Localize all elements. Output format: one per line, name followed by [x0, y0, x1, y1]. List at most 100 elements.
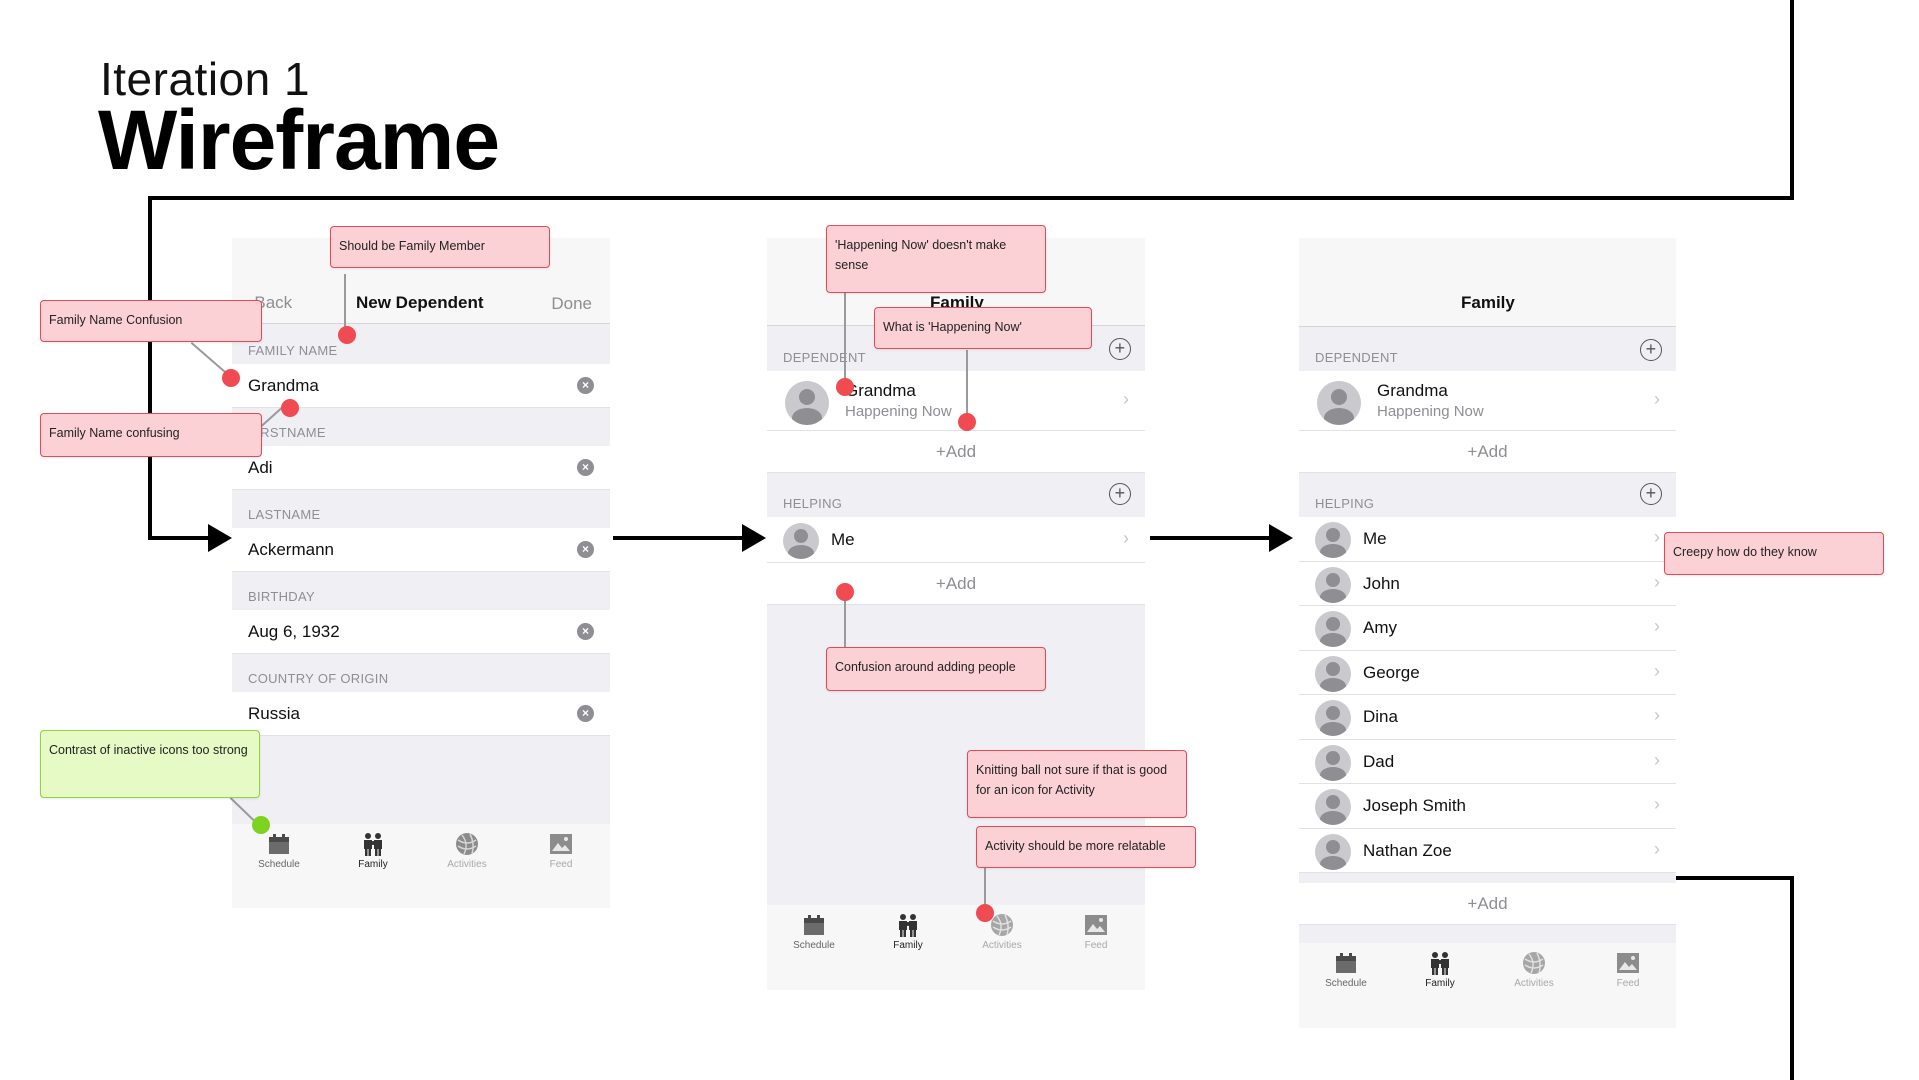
- clear-icon[interactable]: ×: [577, 377, 594, 394]
- tab-label: Schedule: [793, 940, 835, 951]
- add-dependent-icon[interactable]: +: [1109, 338, 1131, 360]
- add-helper-icon[interactable]: +: [1109, 483, 1131, 505]
- avatar: [1315, 522, 1351, 558]
- arrow-to-screen3-icon: [1269, 524, 1293, 552]
- helper-name: Me: [831, 530, 855, 549]
- avatar: [1315, 744, 1351, 781]
- annotation-happening-now-sense: 'Happening Now' doesn't make sense: [826, 225, 1046, 293]
- tab-bar: Schedule Family Activities Feed: [1299, 943, 1676, 1028]
- clear-icon[interactable]: ×: [577, 541, 594, 558]
- add-helper-button[interactable]: +Add: [767, 563, 1145, 605]
- helper-row[interactable]: Dad ›: [1299, 739, 1676, 784]
- helper-row[interactable]: Joseph Smith›: [1299, 784, 1676, 829]
- helper-name: Dina: [1363, 707, 1398, 726]
- clear-icon[interactable]: ×: [577, 623, 594, 640]
- helper-row[interactable]: Me›: [1299, 517, 1676, 562]
- dependent-status: Happening Now: [845, 403, 952, 420]
- annotation-creepy: Creepy how do they know: [1664, 532, 1884, 575]
- helper-row[interactable]: John›: [1299, 561, 1676, 606]
- annotation-what-is-happening-now: What is 'Happening Now': [874, 307, 1092, 349]
- annotation-family-name-confusion: Family Name Confusion: [40, 300, 262, 342]
- avatar: [1315, 611, 1351, 647]
- add-helper-icon[interactable]: +: [1640, 483, 1662, 505]
- screen-family-populated: Family DEPENDENT + Grandma Happening Now…: [1299, 238, 1676, 1028]
- chevron-right-icon: ›: [1123, 528, 1129, 548]
- section-header-birthday: BIRTHDAY: [232, 572, 610, 610]
- field-value: Russia: [248, 704, 300, 723]
- avatar: [1315, 833, 1351, 870]
- tab-family[interactable]: Family: [338, 832, 408, 870]
- field-birthday[interactable]: Aug 6, 1932 ×: [232, 610, 610, 654]
- tab-feed[interactable]: Feed: [1593, 951, 1663, 989]
- add-dependent-button[interactable]: +Add: [1299, 431, 1676, 473]
- tab-feed[interactable]: Feed: [526, 832, 596, 870]
- schedule-icon: [804, 915, 824, 935]
- flow-line-left-vertical: [148, 196, 152, 540]
- arrow-to-screen2-icon: [742, 524, 766, 552]
- avatar: [1315, 789, 1351, 825]
- chevron-right-icon: ›: [1654, 794, 1660, 814]
- section-header-family-name: FAMILY NAME: [232, 324, 610, 364]
- chevron-right-icon: ›: [1654, 616, 1660, 636]
- tab-family[interactable]: Family: [1405, 951, 1475, 989]
- avatar: [783, 523, 819, 559]
- field-label: LASTNAME: [248, 507, 321, 522]
- annotation-marker: [958, 413, 976, 431]
- section-label: DEPENDENT: [783, 350, 866, 365]
- family-icon: [1431, 952, 1449, 975]
- tab-schedule[interactable]: Schedule: [779, 913, 849, 951]
- nav-title: Family: [1461, 293, 1515, 312]
- helper-row[interactable]: George›: [1299, 650, 1676, 695]
- helper-row[interactable]: Nathan Zoe›: [1299, 828, 1676, 873]
- helper-name: Dad: [1363, 751, 1395, 771]
- schedule-icon: [269, 834, 289, 854]
- add-dependent-icon[interactable]: +: [1640, 339, 1662, 361]
- tab-label: Activities: [1514, 978, 1554, 989]
- tab-feed[interactable]: Feed: [1061, 913, 1131, 951]
- dependent-row[interactable]: Grandma Happening Now ›: [767, 371, 1145, 431]
- avatar: [1315, 655, 1351, 692]
- tab-family[interactable]: Family: [873, 913, 943, 951]
- chevron-right-icon: ›: [1123, 389, 1129, 409]
- dependent-row[interactable]: Grandma Happening Now ›: [1299, 371, 1676, 431]
- chevron-right-icon: ›: [1654, 749, 1660, 770]
- tab-activities[interactable]: Activities: [1499, 951, 1569, 989]
- field-firstname[interactable]: Adi ×: [232, 446, 610, 490]
- section-header-lastname: LASTNAME: [232, 490, 610, 528]
- flow-line-exit-vertical: [1790, 876, 1794, 1080]
- section-label: HELPING: [783, 496, 843, 511]
- tab-schedule[interactable]: Schedule: [1311, 951, 1381, 989]
- field-value: Ackermann: [248, 540, 334, 559]
- tab-activities[interactable]: Activities: [967, 913, 1037, 951]
- avatar: [1315, 566, 1351, 603]
- connector-line: [966, 350, 968, 422]
- section-header-helping: HELPING +: [767, 473, 1145, 517]
- flow-line-top-vertical: [1790, 0, 1794, 200]
- annotation-confusion-adding-people: Confusion around adding people: [826, 647, 1046, 691]
- tab-label: Family: [1425, 978, 1455, 989]
- helper-row[interactable]: Me ›: [767, 517, 1145, 563]
- field-value: Adi: [248, 458, 273, 477]
- chevron-right-icon: ›: [1654, 660, 1660, 681]
- tab-label: Schedule: [1325, 978, 1367, 989]
- clear-icon[interactable]: ×: [577, 459, 594, 476]
- helper-row[interactable]: Amy›: [1299, 606, 1676, 651]
- helper-row[interactable]: Dina›: [1299, 695, 1676, 740]
- field-lastname[interactable]: Ackermann ×: [232, 528, 610, 572]
- activities-icon: [991, 914, 1013, 936]
- tab-activities[interactable]: Activities: [432, 832, 502, 870]
- clear-icon[interactable]: ×: [577, 705, 594, 722]
- annotation-marker: [836, 583, 854, 601]
- field-value: Aug 6, 1932: [248, 622, 340, 641]
- tab-label: Schedule: [258, 859, 300, 870]
- chevron-right-icon: ›: [1654, 389, 1660, 409]
- back-label: Back: [254, 293, 293, 312]
- tab-schedule[interactable]: Schedule: [244, 832, 314, 870]
- feed-icon: [1617, 953, 1639, 973]
- feed-icon: [550, 834, 572, 854]
- iteration-subtitle: Iteration 1: [100, 53, 311, 105]
- add-dependent-button[interactable]: +Add: [767, 431, 1145, 473]
- add-helper-button[interactable]: +Add: [1299, 883, 1676, 925]
- done-button[interactable]: Done: [551, 294, 592, 313]
- field-country-of-origin[interactable]: Russia ×: [232, 692, 610, 736]
